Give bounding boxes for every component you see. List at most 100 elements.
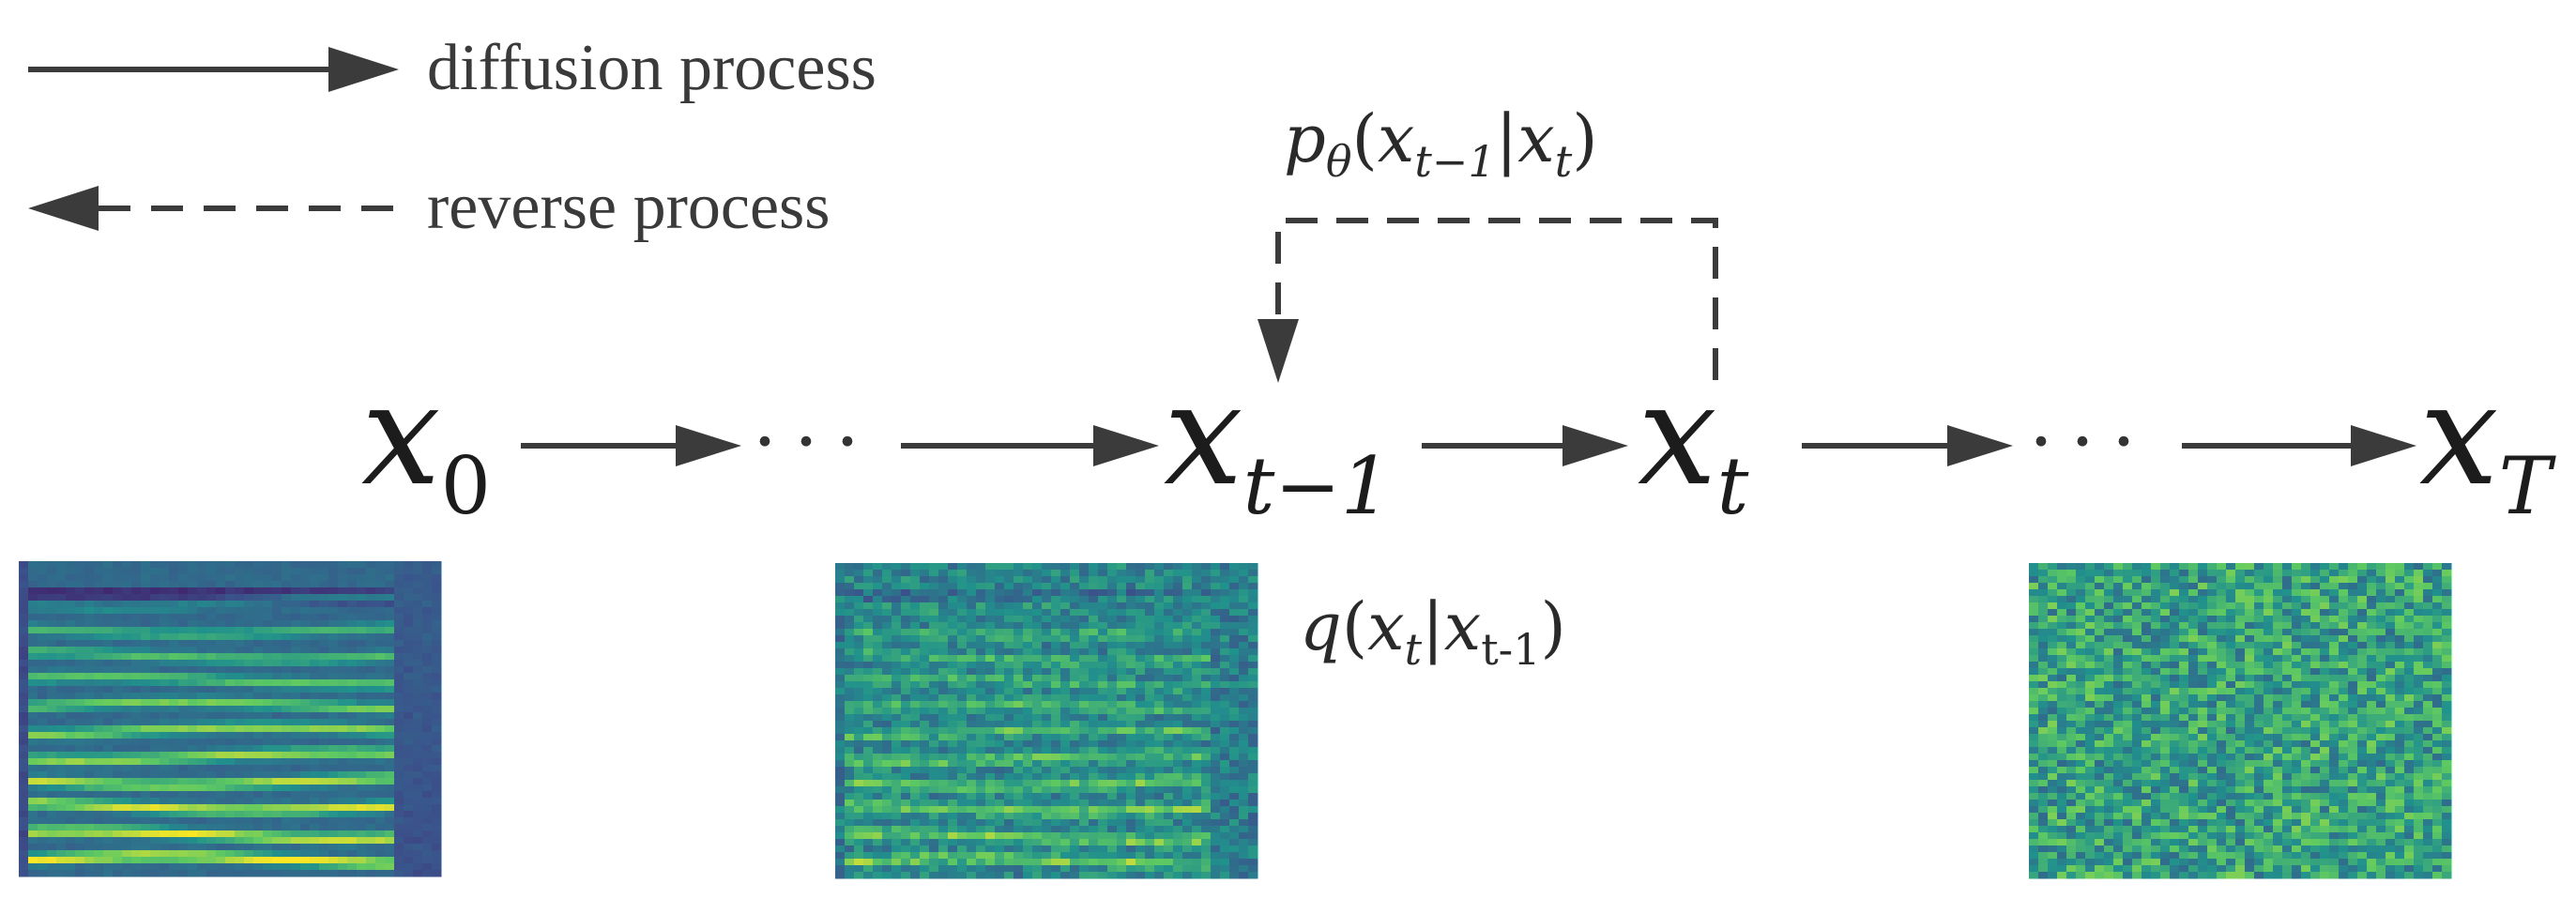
spectrogram-cell (282, 804, 292, 812)
spectrogram-cell (1079, 668, 1090, 676)
spectrogram-cell (1089, 740, 1099, 748)
spectrogram-cell (882, 767, 892, 774)
spectrogram-cell (1014, 655, 1024, 663)
spectrogram-cell (188, 568, 198, 575)
spectrogram-cell (404, 758, 414, 766)
spectrogram-cell (122, 844, 132, 851)
spectrogram-cell (2395, 563, 2405, 571)
spectrogram-cell (1239, 694, 1249, 702)
spectrogram-cell (160, 679, 170, 687)
spectrogram-cell (1089, 688, 1099, 695)
spectrogram-cell (1136, 629, 1146, 636)
spectrogram-cell (122, 811, 132, 818)
spectrogram-cell (873, 681, 883, 689)
spectrogram-cell (2245, 635, 2255, 643)
spectrogram-cell (1070, 714, 1080, 722)
spectrogram-cell (225, 706, 236, 713)
spectrogram-cell (1211, 800, 1221, 807)
spectrogram-cell (385, 712, 395, 720)
spectrogram-cell (1136, 819, 1146, 827)
spectrogram-cell (1060, 688, 1071, 695)
spectrogram-cell (38, 752, 48, 759)
spectrogram-cell (1089, 819, 1099, 827)
spectrogram-cell (2198, 629, 2208, 636)
spectrogram-cell (854, 609, 864, 617)
spectrogram-cell (122, 837, 132, 845)
spectrogram-cell (169, 601, 179, 608)
spectrogram-cell (967, 629, 977, 636)
spectrogram-cell (413, 574, 423, 582)
spectrogram-cell (366, 804, 376, 812)
spectrogram-cell (338, 837, 348, 845)
spectrogram-cell (995, 635, 1005, 643)
spectrogram-cell (2339, 609, 2349, 617)
spectrogram-cell (56, 719, 67, 726)
spectrogram-cell (357, 653, 367, 661)
spectrogram-cell (845, 563, 855, 571)
spectrogram-cell (84, 627, 95, 634)
spectrogram-cell (1014, 852, 1024, 860)
spectrogram-cell (160, 857, 170, 864)
spectrogram-cell (206, 627, 217, 634)
spectrogram-cell (178, 587, 189, 595)
spectrogram-cell (160, 719, 170, 726)
spectrogram-cell (319, 817, 329, 825)
spectrogram-cell (1042, 872, 1052, 879)
spectrogram-cell (1154, 668, 1165, 676)
spectrogram-cell (291, 699, 301, 707)
spectrogram-cell (28, 824, 38, 831)
spectrogram-cell (94, 725, 104, 733)
spectrogram-cell (328, 607, 339, 615)
spectrogram-cell (2348, 570, 2358, 577)
spectrogram-cell (1145, 767, 1155, 774)
spectrogram-cell (976, 694, 986, 702)
spectrogram-cell (244, 725, 254, 733)
spectrogram-cell (929, 570, 939, 577)
spectrogram-cell (28, 706, 38, 713)
spectrogram-cell (66, 581, 76, 588)
spectrogram-cell (300, 837, 311, 845)
spectrogram-cell (1126, 655, 1136, 663)
spectrogram-cell (263, 863, 273, 871)
spectrogram-cell (1182, 819, 1193, 827)
spectrogram-cell (1126, 570, 1136, 577)
spectrogram-cell (291, 739, 301, 746)
spectrogram-cell (253, 653, 264, 661)
spectrogram-cell (235, 719, 245, 726)
spectrogram-cell (2038, 629, 2049, 636)
spectrogram-cell (66, 817, 76, 825)
spectrogram-cell (1182, 786, 1193, 794)
spectrogram-cell (347, 771, 358, 779)
spectrogram-cell (2348, 563, 2358, 571)
spectrogram-cell (103, 804, 114, 812)
spectrogram-cell (178, 758, 189, 766)
spectrogram-cell (2085, 602, 2096, 610)
spectrogram-cell (1098, 721, 1108, 728)
spectrogram-cell (366, 686, 376, 693)
spectrogram-cell (2217, 635, 2227, 643)
spectrogram-cell (2339, 596, 2349, 603)
spectrogram-cell (1192, 648, 1202, 656)
spectrogram-cell (375, 870, 386, 877)
spectrogram-cell (385, 561, 395, 569)
spectrogram-cell (1192, 563, 1202, 571)
spectrogram-cell (1004, 688, 1014, 695)
spectrogram-cell (2057, 616, 2067, 623)
spectrogram-cell (328, 771, 339, 779)
spectrogram-cell (967, 793, 977, 800)
spectrogram-cell (1220, 708, 1230, 715)
spectrogram-cell (1201, 780, 1212, 787)
spectrogram-cell (291, 620, 301, 628)
spectrogram-cell (75, 614, 85, 621)
spectrogram-cell (310, 778, 320, 785)
spectrogram-cell (56, 686, 67, 693)
spectrogram-cell (47, 830, 57, 838)
spectrogram-cell (103, 633, 114, 641)
spectrogram-cell (1089, 708, 1099, 715)
spectrogram-cell (2038, 642, 2049, 649)
spectrogram-cell (84, 771, 95, 779)
spectrogram-cell (160, 765, 170, 772)
spectrogram-cell (1032, 727, 1043, 735)
spectrogram-cell (1248, 839, 1258, 846)
spectrogram-cell (2264, 602, 2274, 610)
